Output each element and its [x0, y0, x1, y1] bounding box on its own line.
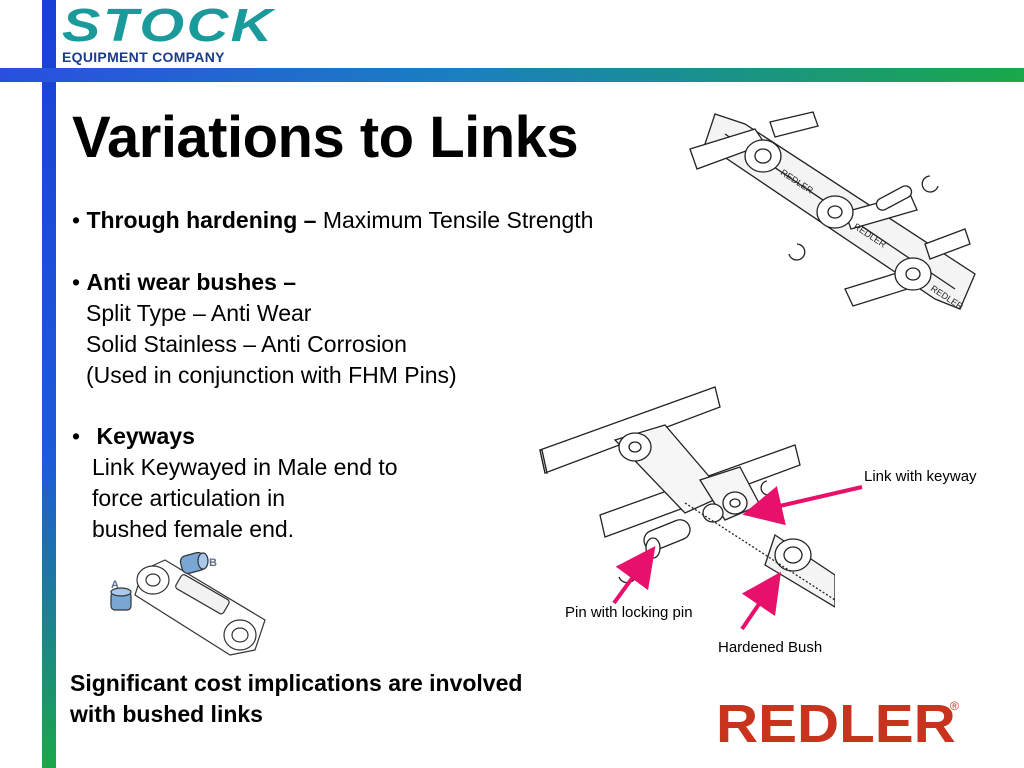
- part-label-a: A: [111, 579, 119, 591]
- bullet-heading: Keyways: [96, 423, 195, 449]
- bullet-line: force articulation in: [92, 485, 286, 511]
- bullet-line: Split Type – Anti Wear: [86, 300, 312, 326]
- bullet-keyways: • Keyways: [72, 421, 195, 452]
- top-accent-bar: [0, 68, 1024, 82]
- bullet-line: bushed female end.: [92, 516, 295, 542]
- bullet-anti-wear-bushes: • Anti wear bushes –: [72, 267, 296, 298]
- left-accent-bar: [42, 0, 56, 768]
- arrow-hardened-bush: [742, 571, 782, 629]
- bullet-heading: Through hardening –: [86, 207, 317, 233]
- label-hardened-bush: Hardened Bush: [718, 639, 823, 656]
- bullet-marker: •: [72, 269, 81, 295]
- chain-exploded-illustration: [535, 385, 835, 610]
- cost-note-line: Significant cost implications are involv…: [70, 670, 523, 696]
- bullet-through-hardening: • Through hardening – Maximum Tensile St…: [72, 205, 593, 236]
- annotation-arrows: [600, 485, 870, 635]
- label-pin-with-locking-pin: Pin with locking pin: [565, 604, 693, 621]
- bullet-marker: •: [72, 423, 81, 449]
- stock-logo-word: STOCK: [62, 0, 275, 51]
- bullet-heading: Anti wear bushes –: [86, 269, 297, 295]
- chain-illustration-top: REDLER REDLER REDLER: [685, 104, 1003, 312]
- bullet-line: (Used in conjunction with FHM Pins): [86, 362, 457, 388]
- bullet-line: Link Keywayed in Male end to: [92, 454, 398, 480]
- label-link-with-keyway: Link with keyway: [864, 468, 977, 485]
- redler-logo: REDLER: [716, 694, 956, 754]
- cost-note-line: with bushed links: [70, 701, 263, 727]
- redler-registered-mark: ®: [950, 699, 959, 713]
- bullet-marker: •: [72, 207, 81, 233]
- arrow-pin-locking: [614, 546, 656, 603]
- part-label-b: B: [209, 557, 217, 569]
- bullet-line: Solid Stainless – Anti Corrosion: [86, 331, 407, 357]
- arrow-link-keyway: [742, 487, 862, 526]
- cost-note: Significant cost implications are involv…: [70, 668, 522, 730]
- slide-title: Variations to Links: [72, 105, 579, 170]
- stock-logo-subtitle: EQUIPMENT COMPANY: [62, 49, 225, 65]
- bushed-link-illustration: A B: [105, 550, 285, 662]
- bullet-text: Maximum Tensile Strength: [316, 207, 594, 233]
